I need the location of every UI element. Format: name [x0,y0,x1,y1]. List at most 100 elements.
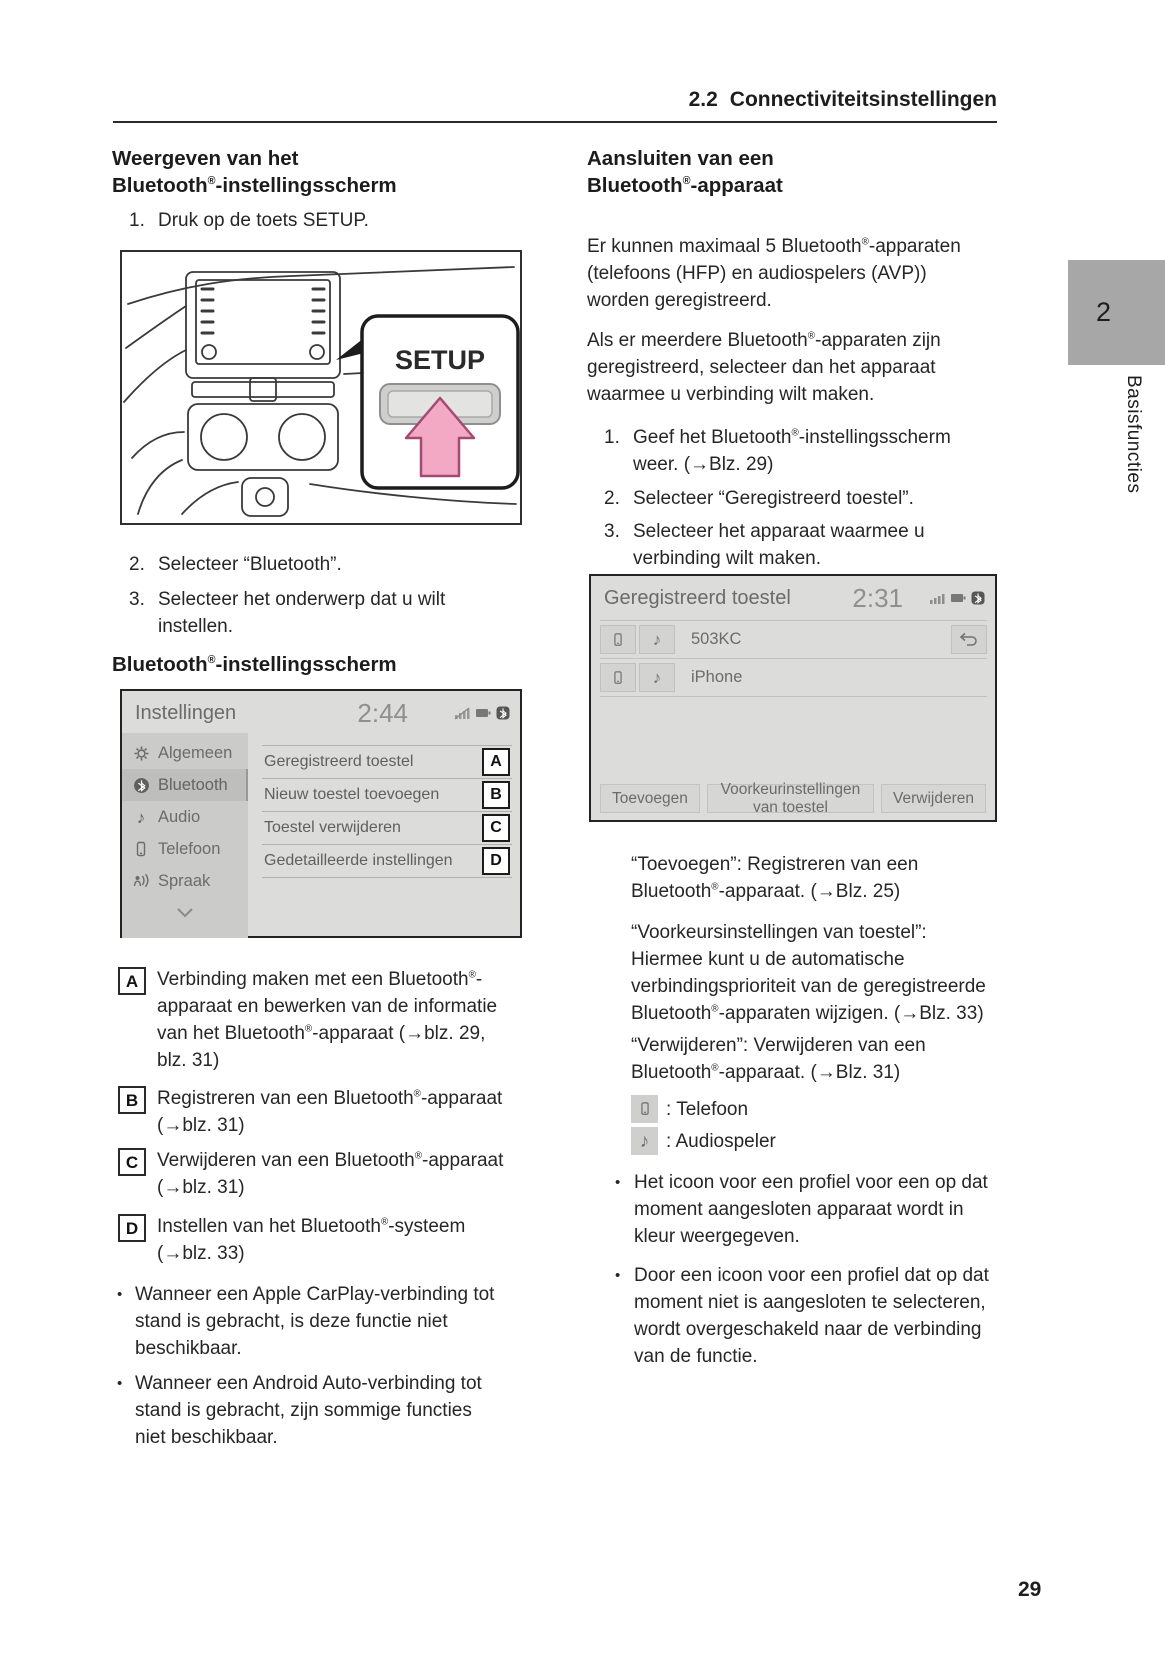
signal-icon [454,707,470,720]
left-bullet-1: • Wanneer een Apple CarPlay-verbinding t… [112,1281,524,1362]
legend-text: : Audiospeler [666,1130,776,1152]
left-step-2: 2. Selecteer “Bluetooth”. [112,551,524,578]
callout-c: C Verwijderen van een Bluetooth®-apparaa… [118,1147,524,1201]
menu-item-label: Geregistreerd toestel [264,753,414,770]
phone-profile-icon[interactable] [600,663,636,692]
step-number: 1. [129,210,145,231]
callout-marker-c: C [482,814,510,842]
paragraph: Als er meerdere Bluetooth®-apparaten zij… [587,330,941,405]
sidebar-item-spraak[interactable]: Spraak [122,865,248,897]
callout-marker-a: A [482,748,510,776]
gear-icon [132,744,150,762]
setup-callout: SETUP [360,314,520,490]
callout-text: Registreren van een Bluetooth®-apparaat … [157,1088,503,1136]
left-step-1: 1. Druk op de toets SETUP. [112,207,524,234]
settings-sidebar: Algemeen Bluetooth ♪ Audio [122,733,248,938]
audio-profile-icon[interactable]: ♪ [639,625,675,654]
menu-item-geregistreerd-toestel[interactable]: Geregistreerd toestel A [262,745,512,778]
clock: 2:31 [852,582,903,613]
sidebar-item-bluetooth[interactable]: Bluetooth [122,769,248,801]
voorkeurinstellingen-button[interactable]: Voorkeurinstellingen van toestel [706,781,874,816]
step-text: Geef het Bluetooth®-instellingsscherm we… [633,427,951,475]
bluetooth-settings-screen: Instellingen 2:44 [120,689,522,938]
marker-box-a: A [118,967,146,995]
step-number: 3. [604,521,620,542]
sidebar-item-label: Bluetooth [158,775,228,794]
page-number: 29 [1018,1578,1042,1601]
step-text: Selecteer het apparaat waarmee u verbind… [633,521,925,569]
marker-box-c: C [118,1148,146,1176]
callout-a: A Verbinding maken met een Bluetooth®-ap… [118,966,524,1074]
section-number: 2.2 [688,88,718,111]
step-number: 2. [129,554,145,575]
left-subtitle: Bluetooth®-instellingsscherm [112,653,397,676]
device-row-iphone[interactable]: ♪ iPhone [600,659,987,697]
bullet-icon: • [615,1267,621,1284]
screen-descriptions: “Toevoegen”: Registreren van een Bluetoo… [587,851,997,1156]
screen-title: Geregistreerd toestel [604,586,791,609]
sidebar-item-telefoon[interactable]: Telefoon [122,833,248,865]
music-note-icon: ♪ [136,807,146,827]
bullet-text: Wanneer een Android Auto-verbinding tot … [135,1373,482,1448]
audio-profile-icon[interactable]: ♪ [639,663,675,692]
device-row-503kc[interactable]: ♪ 503KC [600,620,987,659]
toevoegen-button[interactable]: Toevoegen [600,784,700,813]
menu-item-label: Toestel verwijderen [264,819,401,836]
step-number: 1. [604,427,620,448]
menu-item-nieuw-toestel[interactable]: Nieuw toestel toevoegen B [262,778,512,811]
scroll-down-chevron-icon[interactable] [122,897,248,927]
step-number: 3. [129,589,145,610]
device-name: iPhone [691,668,743,686]
header-rule [113,121,997,123]
left-column: Weergeven van het Bluetooth®-instellings… [112,0,524,1451]
callout-marker-b: B [482,781,510,809]
voice-icon [132,872,150,890]
right-bullet-1: • Het icoon voor een profiel voor een op… [615,1169,997,1250]
chapter-number: 2 [1095,297,1112,327]
right-step-3: 3. Selecteer het apparaat waarmee u verb… [587,518,997,572]
signal-icon [930,594,945,604]
paragraph: “Voorkeursinstellingen van toestel”: Hie… [631,922,986,1024]
section-title: Connectiviteitsinstellingen [729,88,997,111]
clock: 2:44 [357,697,408,728]
verwijderen-button[interactable]: Verwijderen [881,784,986,813]
right-step-1: 1. Geef het Bluetooth®-instellingsscherm… [587,424,997,478]
bluetooth-icon [132,776,150,794]
step-text: Selecteer “Bluetooth”. [158,554,342,575]
menu-item-toestel-verwijderen[interactable]: Toestel verwijderen C [262,811,512,844]
sidebar-item-label: Telefoon [158,839,221,858]
chapter-label: Basisfuncties [1123,375,1144,494]
right-bullet-2: • Door een icoon voor een profiel dat op… [615,1262,997,1370]
device-name: 503KC [691,630,742,648]
bullet-text: Door een icoon voor een profiel dat op d… [634,1265,989,1367]
sidebar-item-algemeen[interactable]: Algemeen [122,737,248,769]
marker-box-b: B [118,1086,146,1114]
callout-text: Verwijderen van een Bluetooth®-apparaat … [157,1150,504,1198]
legend-telefoon: : Telefoon [631,1094,997,1124]
phone-icon [631,1095,658,1123]
bullet-icon: • [117,1375,123,1392]
step-text: Selecteer “Geregistreerd toestel”. [633,488,914,509]
press-arrow-icon [404,396,476,478]
step-text: Druk op de toets SETUP. [158,210,369,231]
battery-icon [476,709,491,717]
right-section-title: Aansluiten van een Bluetooth®-apparaat [587,147,783,197]
sidebar-item-audio[interactable]: ♪ Audio [122,801,248,833]
back-button[interactable] [951,625,987,654]
marker-box-d: D [118,1214,146,1242]
bullet-text: Wanneer een Apple CarPlay-verbinding tot… [135,1284,495,1359]
sidebar-item-label: Audio [158,807,201,826]
sidebar-item-label: Algemeen [158,743,233,762]
phone-profile-icon[interactable] [600,625,636,654]
left-section-title: Weergeven van het Bluetooth®-instellings… [112,147,397,197]
left-bullet-2: • Wanneer een Android Auto-verbinding to… [112,1370,524,1451]
registered-device-screen: Geregistreerd toestel 2:31 [589,574,997,822]
bullet-icon: • [117,1286,123,1303]
battery-icon [951,594,966,602]
menu-item-gedetailleerde-instellingen[interactable]: Gedetailleerde instellingen D [262,844,512,878]
legend-audiospeler: ♪ : Audiospeler [631,1126,997,1156]
callout-text: Instellen van het Bluetooth®-systeem (→b… [157,1216,466,1264]
callout-d: D Instellen van het Bluetooth®-systeem (… [118,1213,524,1267]
section-header: 2.2 Connectiviteitsinstellingen [113,88,997,112]
